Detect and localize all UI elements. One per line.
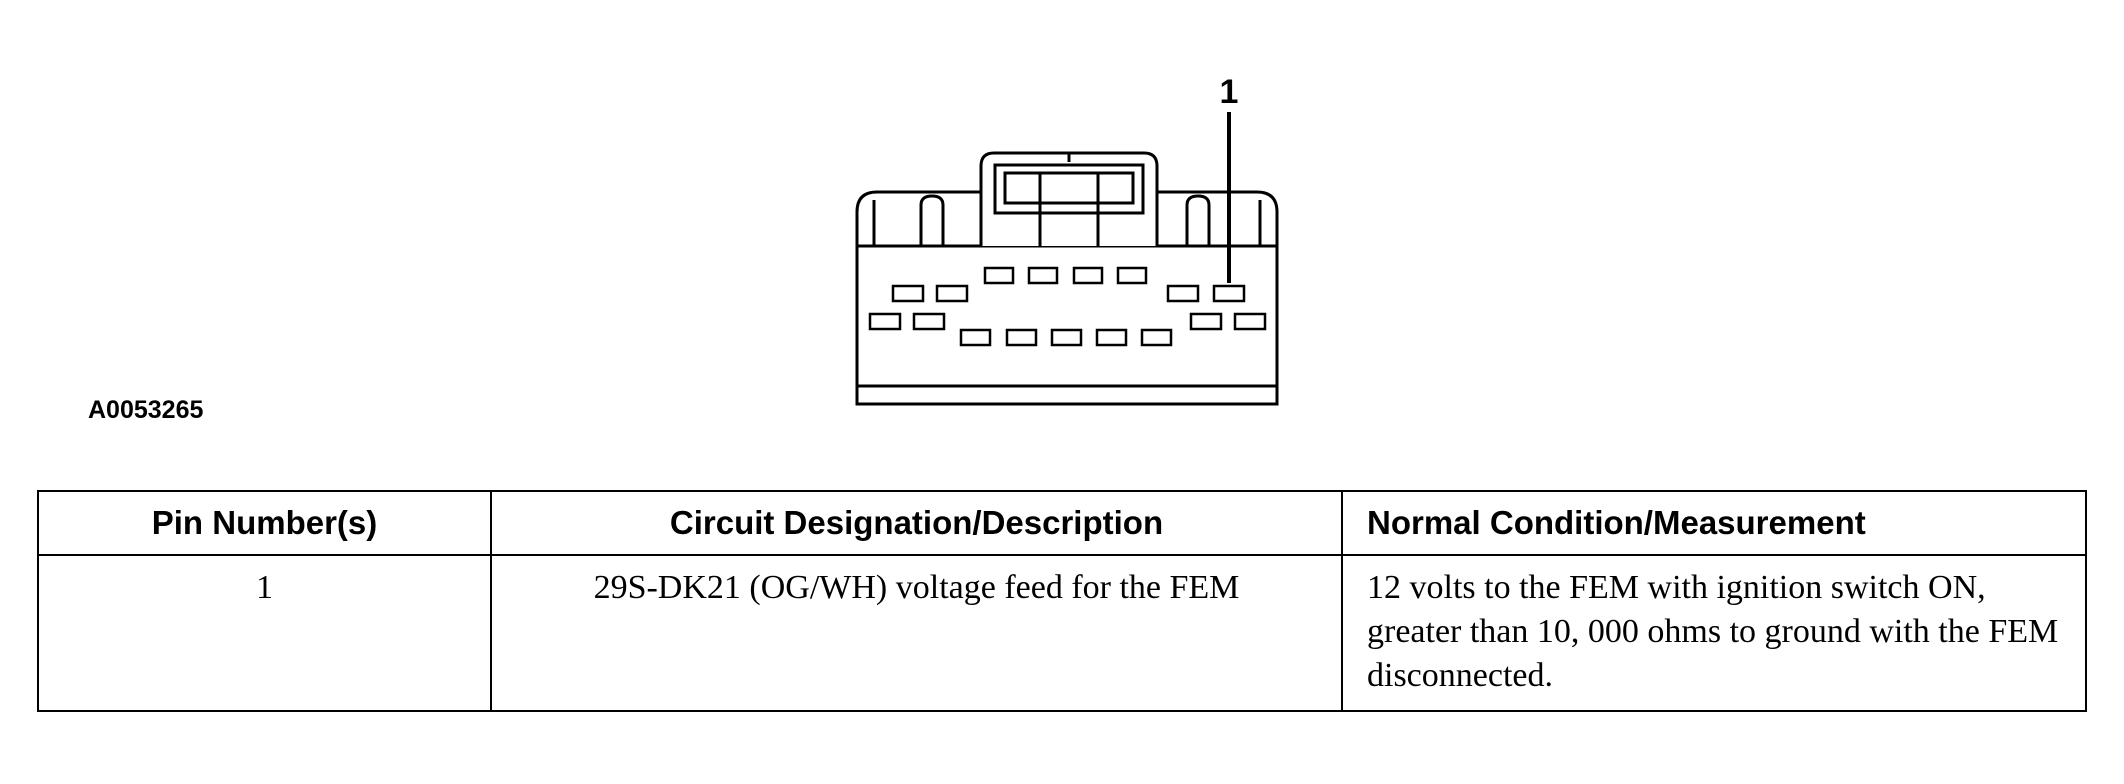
pin-cavities: [868, 266, 1267, 347]
cell-pin-number: 1: [37, 554, 492, 712]
pin-cavity: [868, 312, 902, 331]
pin-cavity: [1166, 284, 1200, 303]
pin-cavity: [1095, 328, 1128, 347]
pinout-table: Pin Number(s) Circuit Designation/Descri…: [37, 490, 2087, 712]
table-row: 1 29S-DK21 (OG/WH) voltage feed for the …: [37, 554, 2087, 712]
header-pin-number: Pin Number(s): [37, 490, 492, 556]
latch-outer: [979, 151, 1159, 246]
pin-cavity: [1140, 328, 1173, 347]
pin-cavity: [959, 328, 992, 347]
pin-cavity: [1189, 312, 1223, 331]
pin-cavity: [983, 266, 1015, 285]
latch-window-outer: [993, 163, 1145, 215]
cell-circuit-description: 29S-DK21 (OG/WH) voltage feed for the FE…: [490, 554, 1343, 712]
table-header-row: Pin Number(s) Circuit Designation/Descri…: [37, 490, 2087, 556]
pin-cavity: [1233, 312, 1267, 331]
pin-cavity: [1005, 328, 1038, 347]
pin-cavity: [1072, 266, 1104, 285]
pin-cavity: [1116, 266, 1148, 285]
connector-diagram: 1: [88, 73, 1279, 424]
pin-cavity-1: [1212, 284, 1246, 303]
rib-right-2: [1185, 194, 1211, 246]
pin-cavity: [912, 312, 946, 331]
pin-cavity: [935, 284, 969, 303]
housing-top: [855, 190, 1279, 248]
pin-cavity: [1050, 328, 1083, 347]
connector-body: [855, 151, 1279, 406]
figure-id-label: A0053265: [88, 396, 203, 424]
pin-cavity: [891, 284, 925, 303]
header-circuit-designation: Circuit Designation/Description: [490, 490, 1343, 556]
pin-cavity: [1027, 266, 1059, 285]
pin-callout-label: 1: [1220, 73, 1239, 111]
latch-window-inner: [1003, 171, 1135, 205]
cell-normal-condition: 12 volts to the FEM with ignition switch…: [1341, 554, 2087, 712]
rib-left-2: [919, 194, 945, 246]
header-normal-condition: Normal Condition/Measurement: [1341, 490, 2087, 556]
